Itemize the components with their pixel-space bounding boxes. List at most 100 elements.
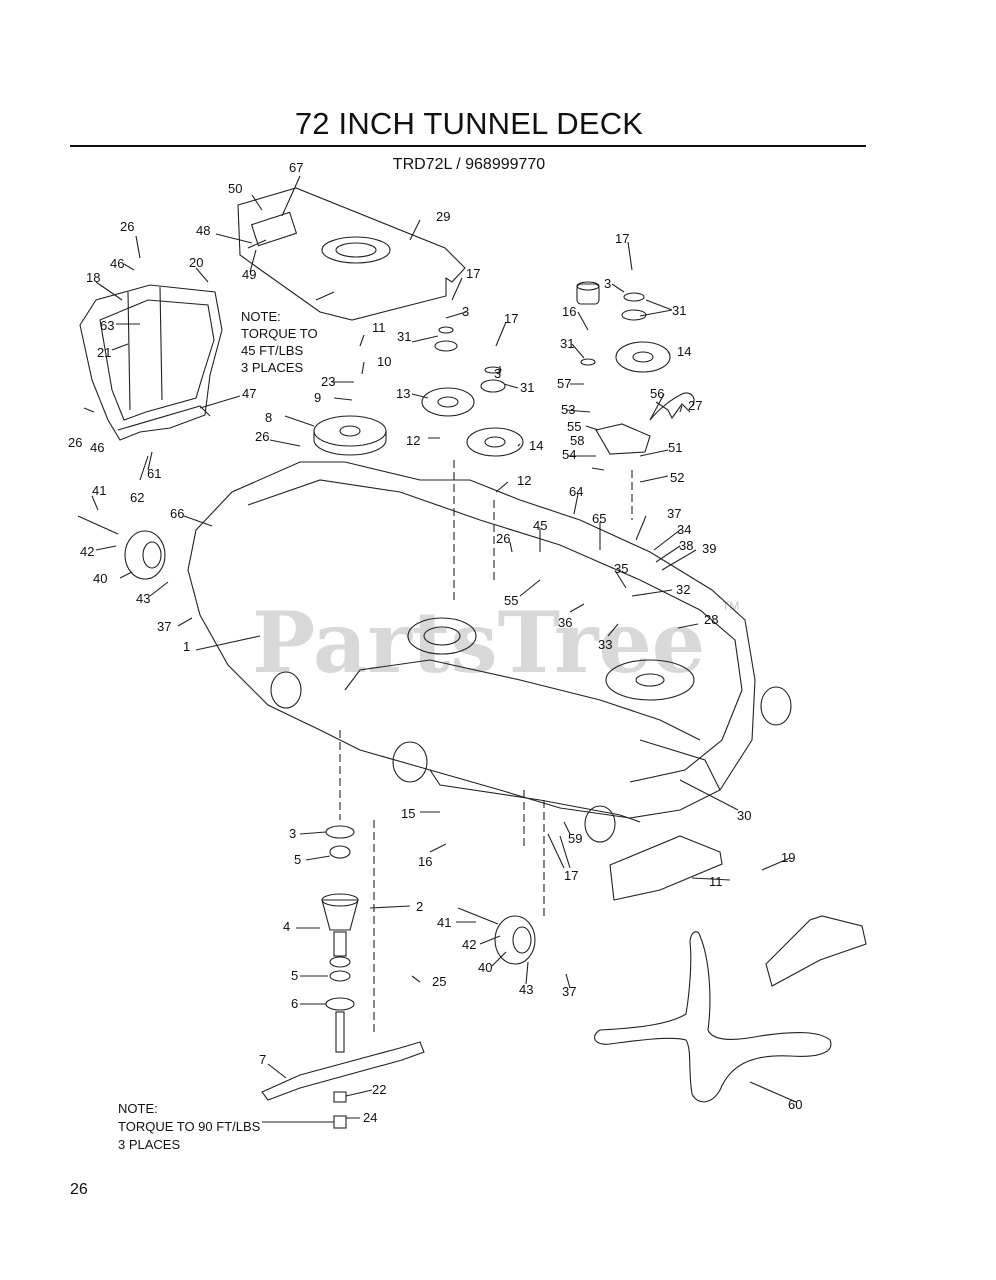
callout-22: 22 <box>372 1082 386 1097</box>
callout-34: 34 <box>677 522 691 537</box>
callout-45: 45 <box>533 518 547 533</box>
note-line: TORQUE TO 90 FT/LBS <box>118 1119 261 1134</box>
callout-39: 39 <box>702 541 716 556</box>
callout-16a: 16 <box>562 304 576 319</box>
callout-9: 9 <box>314 390 321 405</box>
callout-53: 53 <box>561 402 575 417</box>
callout-43a: 43 <box>136 591 150 606</box>
drive-belt-60 <box>594 931 832 1103</box>
callout-48: 48 <box>196 223 210 238</box>
callout-62: 62 <box>130 490 144 505</box>
spindle-pulley-center <box>407 617 477 655</box>
callout-67: 67 <box>289 160 303 175</box>
callout-35: 35 <box>614 561 628 576</box>
callout-31a: 31 <box>397 329 411 344</box>
callout-23: 23 <box>321 374 335 389</box>
callout-37c: 37 <box>562 984 576 999</box>
callout-58: 58 <box>570 433 584 448</box>
callout-2: 2 <box>416 899 423 914</box>
page-number: 26 <box>70 1181 88 1198</box>
callout-63: 63 <box>100 318 114 333</box>
callout-10: 10 <box>377 354 391 369</box>
callout-8: 8 <box>265 410 272 425</box>
callout-40a: 40 <box>93 571 107 586</box>
callout-66: 66 <box>170 506 184 521</box>
torque-note-bottom: NOTE: TORQUE TO 90 FT/LBS 3 PLACES <box>118 1100 260 1154</box>
callout-42b: 42 <box>462 937 476 952</box>
callout-5b: 5 <box>291 968 298 983</box>
callout-36: 36 <box>558 615 572 630</box>
callout-14a: 14 <box>529 438 543 453</box>
idler-arm-51 <box>595 423 651 455</box>
callout-59: 59 <box>568 831 582 846</box>
callout-26: 26 <box>120 219 134 234</box>
callout-26b: 26 <box>68 435 82 450</box>
callout-38: 38 <box>679 538 693 553</box>
callout-15: 15 <box>401 806 415 821</box>
callout-12b: 12 <box>517 473 531 488</box>
callout-25: 25 <box>432 974 446 989</box>
callout-52: 52 <box>670 470 684 485</box>
pulley-13 <box>421 387 475 417</box>
callout-19: 19 <box>781 850 795 865</box>
callout-33: 33 <box>598 637 612 652</box>
callout-31d: 31 <box>560 336 574 351</box>
callout-24: 24 <box>363 1110 377 1125</box>
anti-scalp-bracket <box>609 835 723 901</box>
callout-7: 7 <box>259 1052 266 1067</box>
callout-11b: 11 <box>709 874 723 889</box>
gauge-wheel-40b <box>494 915 536 965</box>
watermark-text: PartsTree <box>252 593 705 692</box>
callout-65: 65 <box>592 511 606 526</box>
line-art <box>77 175 867 1129</box>
callout-49: 49 <box>242 267 256 282</box>
torque-note-top: NOTE: TORQUE TO 45 FT/LBS 3 PLACES <box>241 308 318 376</box>
callout-43b: 43 <box>519 982 533 997</box>
title-rule <box>70 145 866 147</box>
spindle-housing-2 <box>321 899 359 931</box>
callout-64: 64 <box>569 484 583 499</box>
callout-11: 11 <box>372 320 386 335</box>
callout-4: 4 <box>283 919 290 934</box>
callout-60: 60 <box>788 1097 802 1112</box>
callout-46: 46 <box>110 256 124 271</box>
page-title: 72 INCH TUNNEL DECK <box>294 106 644 141</box>
deck-cover-29 <box>237 187 466 321</box>
callout-3d: 3 <box>289 826 296 841</box>
callout-13: 13 <box>396 386 410 401</box>
callout-54: 54 <box>562 447 576 462</box>
callout-3c: 3 <box>604 276 611 291</box>
callout-16b: 16 <box>418 854 432 869</box>
callout-55a: 55 <box>567 419 581 434</box>
callout-20: 20 <box>189 255 203 270</box>
callout-55b: 55 <box>504 593 518 608</box>
callout-50: 50 <box>228 181 242 196</box>
callout-41b: 41 <box>437 915 451 930</box>
callout-56: 56 <box>650 386 664 401</box>
note-line: 45 FT/LBS <box>241 343 304 358</box>
pulley-8 <box>313 415 387 447</box>
callout-17b: 17 <box>504 311 518 326</box>
callout-numbers: 67 50 29 48 49 26 46 18 20 63 21 47 26 4… <box>68 160 802 1125</box>
model-number: TRD72L / 968999770 <box>392 156 546 173</box>
callout-17d: 17 <box>564 868 578 883</box>
note-line: NOTE: <box>241 309 281 324</box>
callout-21: 21 <box>97 345 111 360</box>
note-line: 3 PLACES <box>118 1137 181 1152</box>
callout-26c: 26 <box>255 429 269 444</box>
warning-decal-50 <box>250 211 298 247</box>
callout-37b: 37 <box>667 506 681 521</box>
callout-31b: 31 <box>520 380 534 395</box>
pulley-14b <box>615 341 671 373</box>
spindle-cover-right <box>605 659 695 701</box>
callout-31c: 31 <box>672 303 686 318</box>
note-line: NOTE: <box>118 1101 158 1116</box>
deck-shell-1 <box>187 461 756 819</box>
callout-37a: 37 <box>157 619 171 634</box>
callout-30: 30 <box>737 808 751 823</box>
callout-40b: 40 <box>478 960 492 975</box>
callout-28: 28 <box>704 612 718 627</box>
discharge-chute <box>79 284 223 441</box>
gauge-wheel-40 <box>124 530 166 580</box>
callout-6: 6 <box>291 996 298 1011</box>
